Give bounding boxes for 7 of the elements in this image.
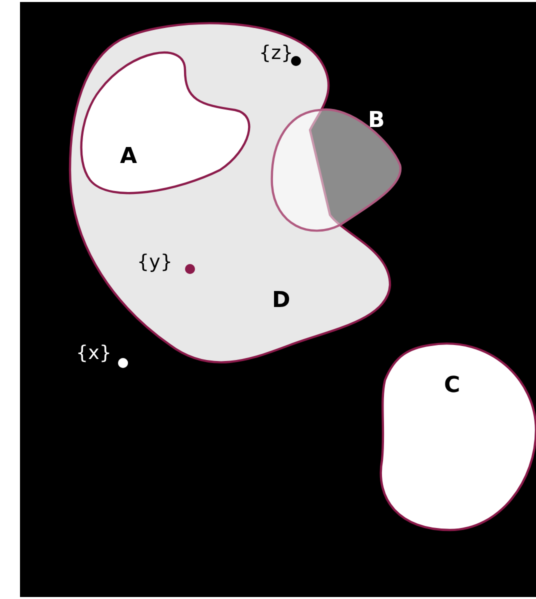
set-label: B <box>368 110 385 132</box>
element-label: {z} <box>259 44 294 63</box>
element-label: {y} <box>137 253 172 272</box>
set-label: C <box>444 375 460 397</box>
set-label: D <box>272 290 290 312</box>
element-label: {x} <box>76 344 112 363</box>
set-label: A <box>120 146 138 168</box>
